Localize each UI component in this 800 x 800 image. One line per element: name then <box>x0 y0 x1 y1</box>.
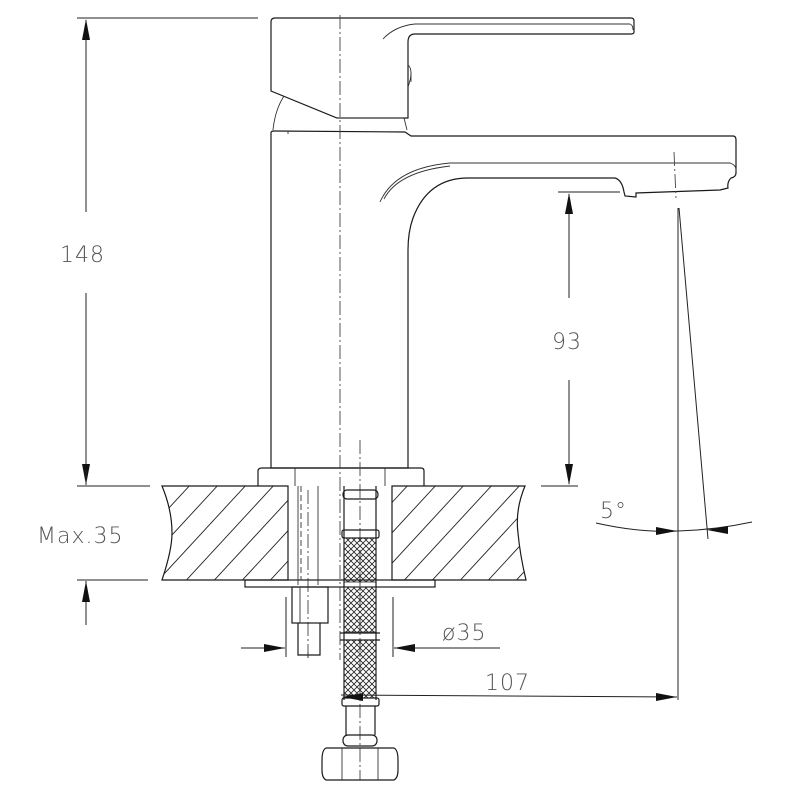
mounting-stud <box>291 486 329 658</box>
label-diameter-35: ø35 <box>442 621 486 646</box>
dimension-outflow-angle: 5° <box>595 207 753 700</box>
faucet-handle <box>270 17 635 131</box>
label-107: 107 <box>485 671 530 696</box>
faucet-spout-body <box>270 130 737 469</box>
label-5-degrees: 5° <box>600 499 627 524</box>
dimension-total-height: 148 <box>60 17 258 487</box>
faucet-base-flange <box>257 467 425 486</box>
label-max35: Max.35 <box>37 524 123 549</box>
label-93: 93 <box>552 330 582 355</box>
dimension-counter-thickness: Max.35 <box>37 470 148 625</box>
dimension-hole-diameter: ø35 <box>241 597 500 657</box>
dimension-spout-clearance: 93 <box>541 191 620 487</box>
dimension-spout-reach: 107 <box>340 671 678 701</box>
label-148: 148 <box>60 243 105 268</box>
centerline-outflow <box>673 151 677 199</box>
supply-hose <box>321 486 399 781</box>
countertop-section <box>161 485 527 588</box>
